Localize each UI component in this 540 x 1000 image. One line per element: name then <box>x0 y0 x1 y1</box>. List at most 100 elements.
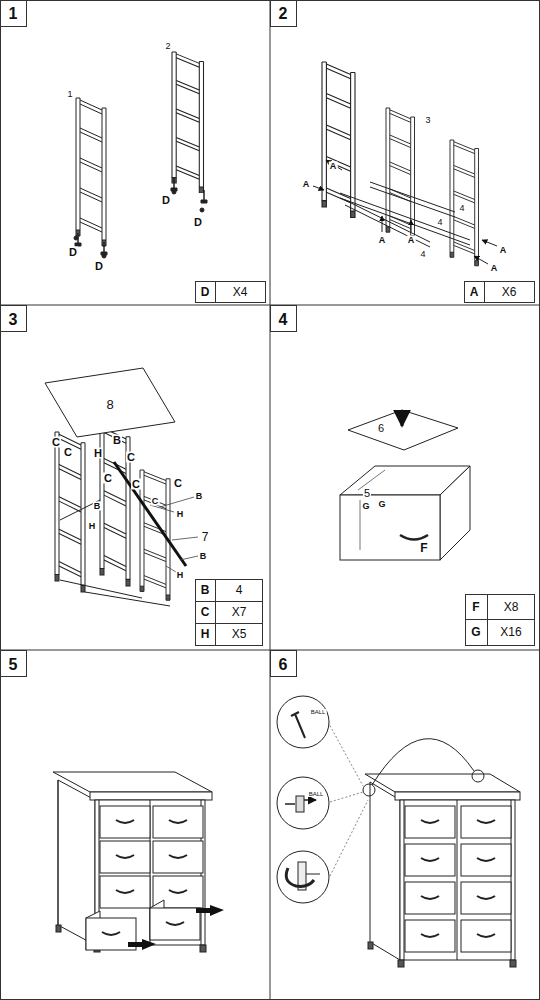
dresser <box>100 876 150 908</box>
table-cell: G <box>470 626 481 638</box>
part-letter: D <box>193 217 203 228</box>
top-board <box>45 368 175 437</box>
part-letter: G <box>361 502 370 511</box>
leader-line <box>180 556 198 560</box>
callout-number: 8 <box>105 398 114 411</box>
table-cell: 4 <box>235 584 244 596</box>
part-letter: D <box>68 247 78 258</box>
side-frame <box>76 98 106 246</box>
callout-number: 4 <box>436 218 443 227</box>
parts-table <box>466 595 535 646</box>
detail-callout <box>306 874 320 875</box>
dresser <box>400 800 515 960</box>
panel-grid <box>271 1 297 27</box>
part-letter: B <box>112 435 122 446</box>
fabric-drawer <box>400 535 428 540</box>
foot-pad <box>201 190 207 203</box>
callout-number: 6 <box>377 423 385 434</box>
detail-callout <box>286 868 314 886</box>
detail-callout <box>277 696 329 748</box>
detail-callout <box>363 784 375 796</box>
parts-table <box>196 580 263 646</box>
push-arrow <box>128 905 224 950</box>
detail-note: BALL <box>310 709 327 715</box>
part-letter: H <box>93 448 103 459</box>
leader-line <box>172 537 198 540</box>
detail-callout <box>291 712 305 738</box>
detail-callout <box>285 800 316 804</box>
dresser <box>150 908 200 940</box>
leader-line <box>166 566 176 572</box>
detail-callout <box>277 696 484 903</box>
connecting-rod <box>345 200 430 247</box>
fabric-strip <box>114 462 186 566</box>
dresser <box>395 792 520 800</box>
part-letter: F <box>419 542 428 554</box>
foot-pad <box>74 178 207 258</box>
part-letter: A <box>499 246 508 255</box>
callout-number: 5 <box>363 488 371 499</box>
dresser <box>510 960 516 967</box>
fabric-drawer <box>358 470 385 550</box>
fabric-drawer <box>440 466 470 560</box>
table-cell: H <box>200 628 211 640</box>
callout-number: 3 <box>424 116 431 125</box>
part-letter: H <box>88 522 97 531</box>
foot-pad <box>75 233 81 246</box>
parts-table <box>196 282 535 646</box>
foot-pad <box>200 208 204 212</box>
table-cell: B <box>200 584 211 596</box>
table-cell: X5 <box>231 628 248 640</box>
part-letter: B <box>93 502 102 511</box>
dresser <box>461 806 511 838</box>
panel-grid <box>1 651 27 677</box>
part-letter: C <box>131 479 141 490</box>
side-frame <box>76 52 204 246</box>
part-letter: B <box>199 552 208 561</box>
foot-pad <box>172 190 176 194</box>
connecting-rod <box>340 182 470 247</box>
part-letter: C <box>63 447 73 458</box>
connecting-rod <box>370 182 455 217</box>
detail-callout <box>472 770 484 782</box>
bolt-arrow <box>482 240 497 246</box>
table-cell: C <box>200 606 211 618</box>
part-letter: C <box>173 478 183 489</box>
bolt-arrow <box>474 256 488 264</box>
dresser <box>405 882 455 914</box>
panel-grid <box>1 306 27 332</box>
parts-table <box>484 282 485 303</box>
dresser <box>370 782 400 960</box>
dresser <box>461 882 511 914</box>
dresser <box>405 844 455 876</box>
step-number: 2 <box>278 6 289 22</box>
drawer-board <box>348 410 458 450</box>
dresser <box>398 960 404 967</box>
bolt-arrow <box>411 220 412 232</box>
side-frame <box>386 108 415 241</box>
table-cell: X8 <box>503 601 520 613</box>
part-letter: B <box>195 492 204 501</box>
bolt-arrow <box>313 160 497 264</box>
step-number: 3 <box>8 312 19 328</box>
dresser <box>90 792 212 800</box>
bolt-arrow <box>326 160 342 170</box>
parts-table <box>196 580 263 646</box>
dresser <box>365 774 520 792</box>
step-number: 1 <box>8 6 19 22</box>
parts-table <box>196 282 266 303</box>
table-cell: X6 <box>501 286 518 298</box>
dresser <box>100 841 150 873</box>
callout-number: 4 <box>419 250 426 259</box>
dresser <box>56 925 61 932</box>
frame-assembly <box>60 500 170 606</box>
dresser <box>368 942 373 949</box>
foot-pad <box>102 254 106 258</box>
part-letter: A <box>302 180 311 189</box>
part-letter: C <box>103 473 113 484</box>
dresser <box>461 920 511 952</box>
part-letter: D <box>161 195 171 206</box>
